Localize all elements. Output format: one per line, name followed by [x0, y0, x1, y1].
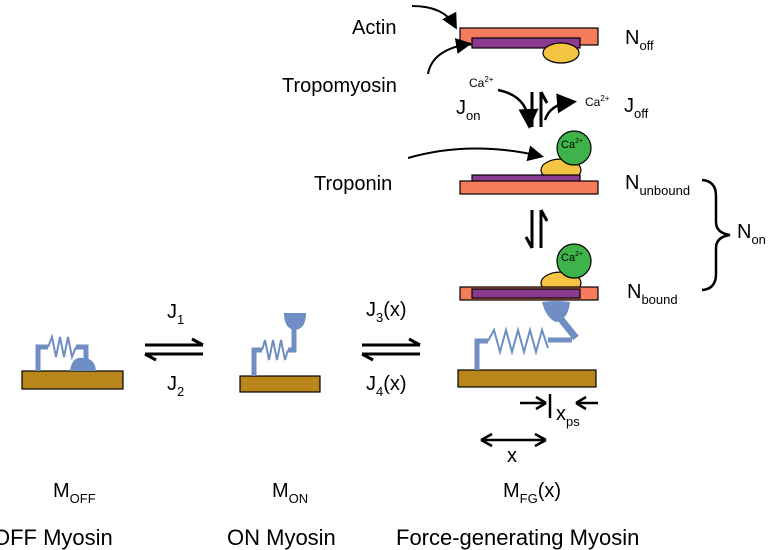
equilibrium-arrows-j1-j2: [144, 337, 204, 362]
x-ps-dimension: [520, 394, 598, 418]
tropomyosin-label: Tropomyosin: [282, 75, 397, 97]
equilibrium-arrows-j3-j4: [361, 337, 421, 362]
m-on-label: MON: [272, 480, 309, 506]
calcium-out-label: Ca2+: [585, 94, 610, 109]
m-fg-label: MFG(x): [503, 480, 562, 506]
x-dimension: [480, 432, 547, 448]
on-myosin-caption: ON Myosin: [227, 525, 336, 550]
j2-label: J2: [167, 373, 185, 399]
j-off-label: Joff: [624, 95, 649, 121]
x-ps-label: xps: [556, 403, 580, 429]
off-myosin-caption: OFF Myosin: [0, 525, 113, 550]
calcium-ion-label-unbound: Ca2+: [561, 138, 584, 151]
calcium-in-arrow: [497, 88, 539, 129]
myosin-force-generating: [457, 301, 597, 388]
j-on-label: Jon: [456, 97, 481, 123]
n-unbound-label: Nunbound: [625, 172, 691, 198]
calcium-out-arrow: [543, 93, 577, 121]
calcium-in-label: Ca2+: [469, 75, 494, 90]
actin-label: Actin: [352, 17, 397, 39]
n-off-label: Noff: [625, 27, 654, 53]
j3-label: J3(x): [366, 299, 407, 325]
tropomyosin-pointer-arrow: [427, 38, 472, 75]
thin-filament-off: [459, 27, 599, 64]
n-on-label: Non: [737, 221, 766, 247]
n-bound-label: Nbound: [627, 281, 678, 307]
x-label: x: [507, 445, 517, 467]
troponin-label: Troponin: [314, 173, 393, 195]
thin-filament-unbound: [459, 130, 599, 195]
thin-filament-bound: [459, 243, 599, 301]
troponin-pointer-arrow: [407, 145, 544, 162]
j1-label: J1: [167, 301, 185, 327]
equilibrium-arrows-middle: [524, 209, 549, 249]
m-off-label: MOFF: [53, 480, 96, 506]
myosin-on: [239, 313, 321, 393]
myosin-off: [21, 333, 124, 390]
calcium-ion-label-bound: Ca2+: [561, 251, 584, 264]
n-on-brace: [701, 178, 731, 292]
j4-label: J4(x): [366, 373, 407, 399]
actin-pointer-arrow: [411, 5, 457, 30]
force-generating-myosin-caption: Force-generating Myosin: [396, 525, 640, 550]
